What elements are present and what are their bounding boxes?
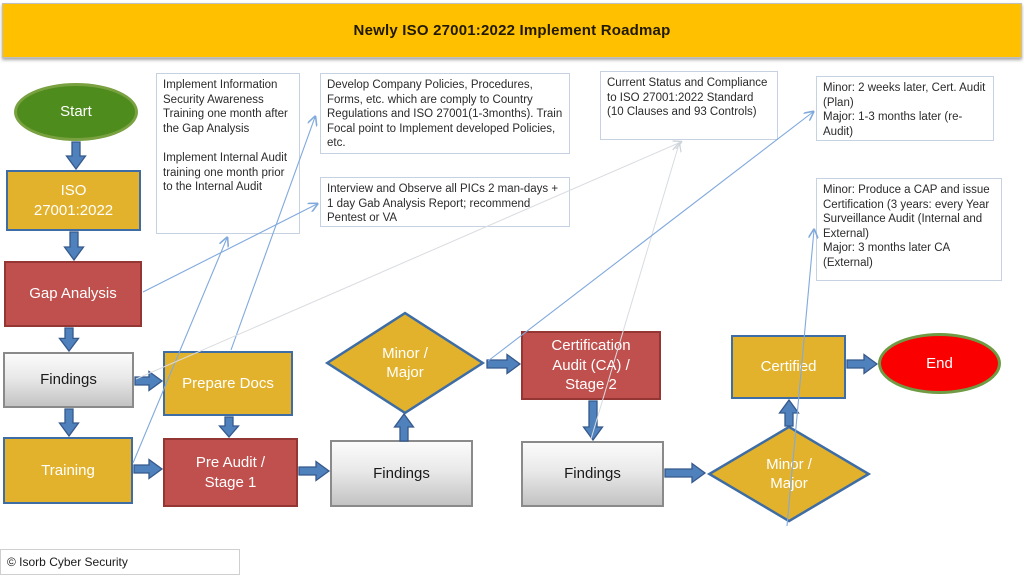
page-title: Newly ISO 27001:2022 Implement Roadmap bbox=[353, 22, 671, 39]
flow-arrow bbox=[58, 327, 80, 353]
note-current-status: Current Status and Compliance to ISO 270… bbox=[600, 71, 778, 140]
flow-arrow bbox=[58, 408, 80, 438]
flow-arrow bbox=[582, 400, 604, 442]
flow-arrow bbox=[778, 398, 800, 427]
flow-arrow bbox=[63, 231, 85, 262]
flow-node-iso-27001: ISO 27001:2022 bbox=[6, 170, 141, 231]
flow-arrow bbox=[298, 460, 331, 482]
flow-node-certification-audit: Certification Audit (CA) / Stage 2 bbox=[521, 331, 661, 400]
note-cap-certification: Minor: Produce a CAP and issue Certifica… bbox=[816, 178, 1002, 281]
flow-node-training: Training bbox=[3, 437, 133, 504]
flow-node-findings-2: Findings bbox=[330, 440, 473, 507]
flow-arrow bbox=[218, 416, 240, 438]
flow-node-end: End bbox=[878, 333, 1001, 394]
flow-arrow bbox=[486, 353, 522, 375]
flow-arrow bbox=[65, 141, 87, 171]
flow-arrow bbox=[133, 458, 164, 480]
flow-arrow bbox=[393, 412, 415, 442]
note-develop-policies: Develop Company Policies, Procedures, Fo… bbox=[320, 73, 570, 154]
note-awareness-training: Implement Information Security Awareness… bbox=[156, 73, 300, 234]
flow-arrow bbox=[134, 370, 164, 392]
flow-arrow bbox=[846, 353, 879, 375]
note-minor-major-timing: Minor: 2 weeks later, Cert. Audit (Plan)… bbox=[816, 76, 994, 141]
note-gap-analysis-detail: Interview and Observe all PICs 2 man-day… bbox=[320, 177, 570, 227]
decision-label: Minor / Major bbox=[766, 455, 812, 493]
flow-node-findings-1: Findings bbox=[3, 352, 134, 408]
flow-arrow bbox=[664, 462, 707, 484]
copyright-box: © Isorb Cyber Security bbox=[0, 549, 240, 575]
title-bar: Newly ISO 27001:2022 Implement Roadmap bbox=[2, 3, 1022, 58]
flow-node-pre-audit-stage1: Pre Audit / Stage 1 bbox=[163, 438, 298, 507]
flow-node-start: Start bbox=[14, 83, 138, 141]
copyright-text: © Isorb Cyber Security bbox=[7, 555, 128, 569]
decision-label: Minor / Major bbox=[382, 344, 428, 382]
flow-node-findings-3: Findings bbox=[521, 441, 664, 507]
flow-node-prepare-docs: Prepare Docs bbox=[163, 351, 293, 416]
flow-decision-minor-major-2: Minor / Major bbox=[706, 425, 872, 523]
flow-node-certified: Certified bbox=[731, 335, 846, 399]
flow-node-gap-analysis: Gap Analysis bbox=[4, 261, 142, 327]
flow-decision-minor-major-1: Minor / Major bbox=[324, 311, 486, 415]
